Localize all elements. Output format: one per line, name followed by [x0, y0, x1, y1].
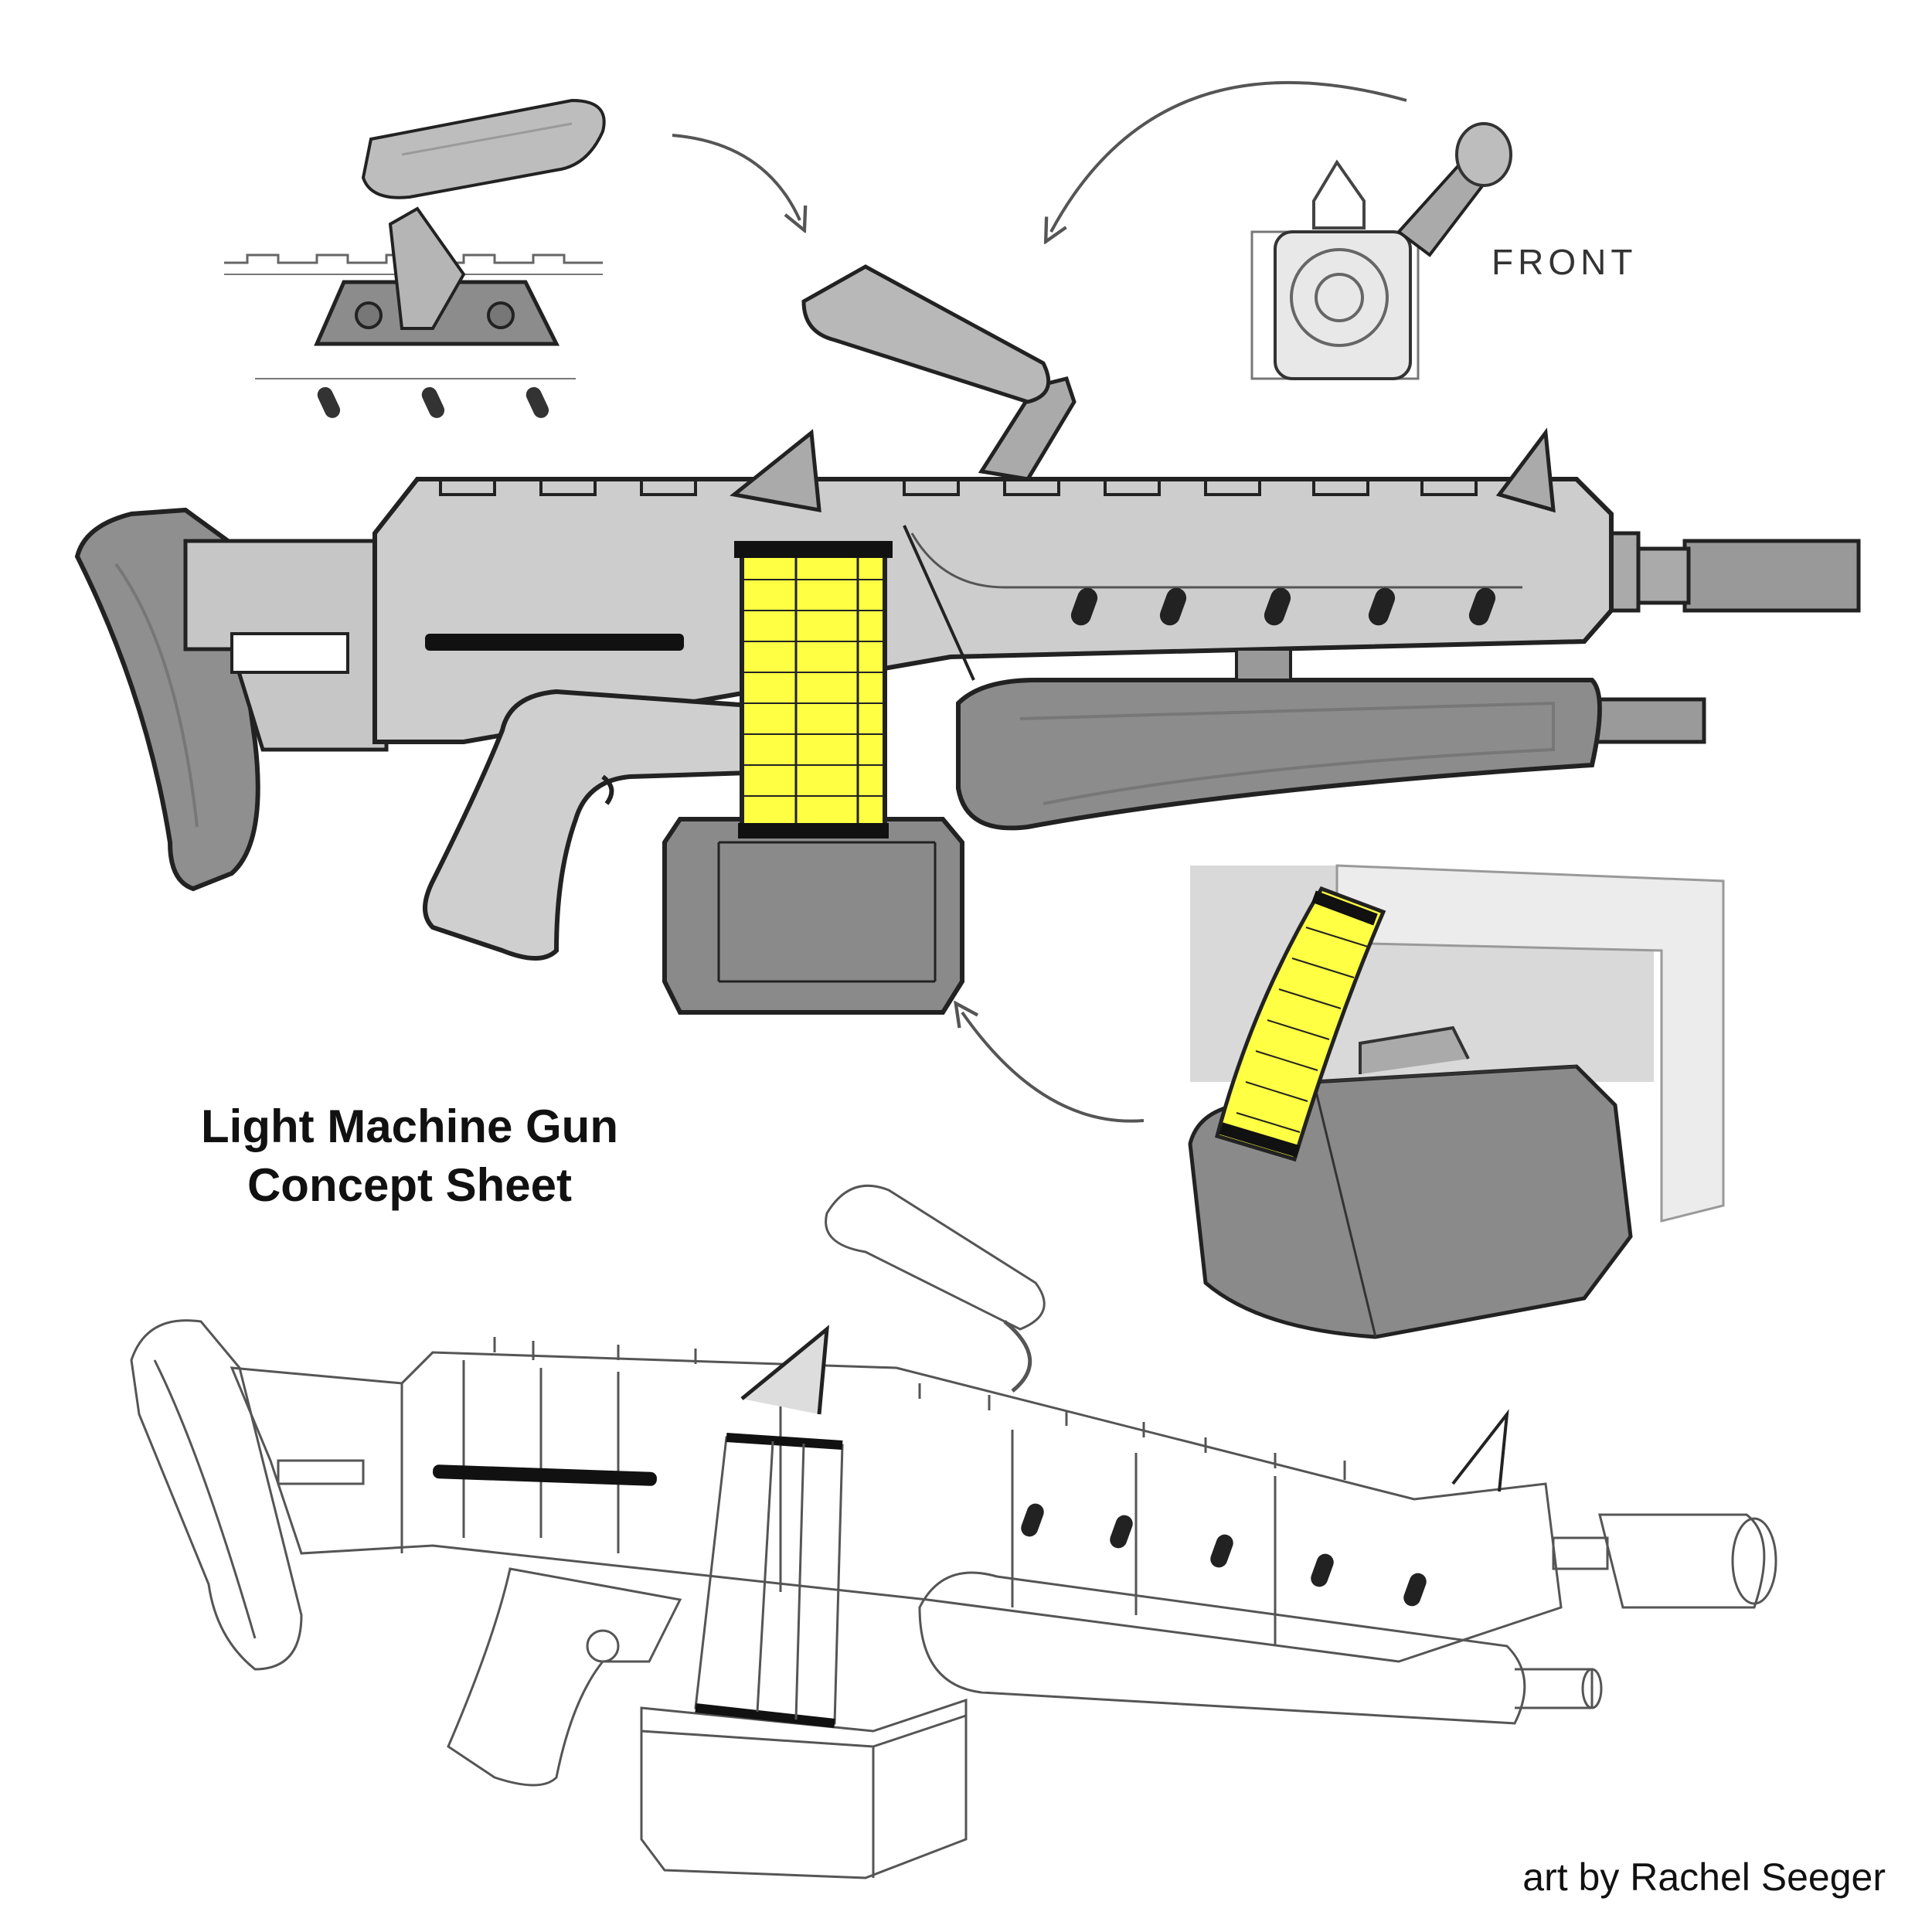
- ammo-box: [662, 817, 964, 1015]
- arrow-front-to-gun: [1051, 80, 1407, 232]
- gun-handle-grip: [801, 264, 1051, 404]
- wire-rear-sight: [740, 1325, 830, 1415]
- front-view: [1250, 122, 1512, 380]
- wire-handle: [825, 1184, 1046, 1331]
- wire-handguard: [918, 1571, 1526, 1725]
- muzzle-brake: [1682, 539, 1861, 613]
- perspective-wireframe: [130, 1184, 1777, 1879]
- wire-grip: [447, 1567, 682, 1787]
- rear-sight: [730, 429, 821, 513]
- wire-top-rail: [493, 1337, 1346, 1480]
- handle-grip: [361, 98, 606, 199]
- ejection-slot: [425, 634, 684, 651]
- handguard: [956, 678, 1602, 831]
- trigger: [601, 774, 614, 805]
- wire-receiver: [230, 1351, 1563, 1663]
- arrow-box-to-gun: [962, 1012, 1145, 1123]
- carry-handle-detail: [224, 98, 606, 418]
- side-view-shaded: [74, 264, 1861, 1015]
- wire-muzzle: [1552, 1536, 1609, 1570]
- ammo-belt-3d: [1214, 886, 1386, 1162]
- wire-front-sight: [1451, 1409, 1509, 1492]
- arrow-handle-to-gun: [672, 134, 800, 220]
- sheet-title-line2: Concept Sheet: [247, 1159, 573, 1211]
- sheet-title-line1: Light Machine Gun: [201, 1100, 618, 1152]
- vent-holes: [1070, 587, 1496, 626]
- wire-ammo-box: [640, 1698, 968, 1879]
- ammo-box-perspective: [1188, 864, 1725, 1339]
- sheet-title: Light Machine Gun Concept Sheet: [155, 1097, 665, 1215]
- wire-ammo-belt: [694, 1436, 844, 1725]
- artist-credit: art by Rachel Seeger: [1522, 1855, 1886, 1899]
- handle-arm: [388, 206, 466, 330]
- top-rail: [417, 478, 1546, 496]
- front-sight: [1495, 427, 1556, 513]
- ammo-belt: [734, 541, 893, 838]
- wire-stock: [130, 1319, 303, 1671]
- front-label: FRONT: [1492, 242, 1637, 282]
